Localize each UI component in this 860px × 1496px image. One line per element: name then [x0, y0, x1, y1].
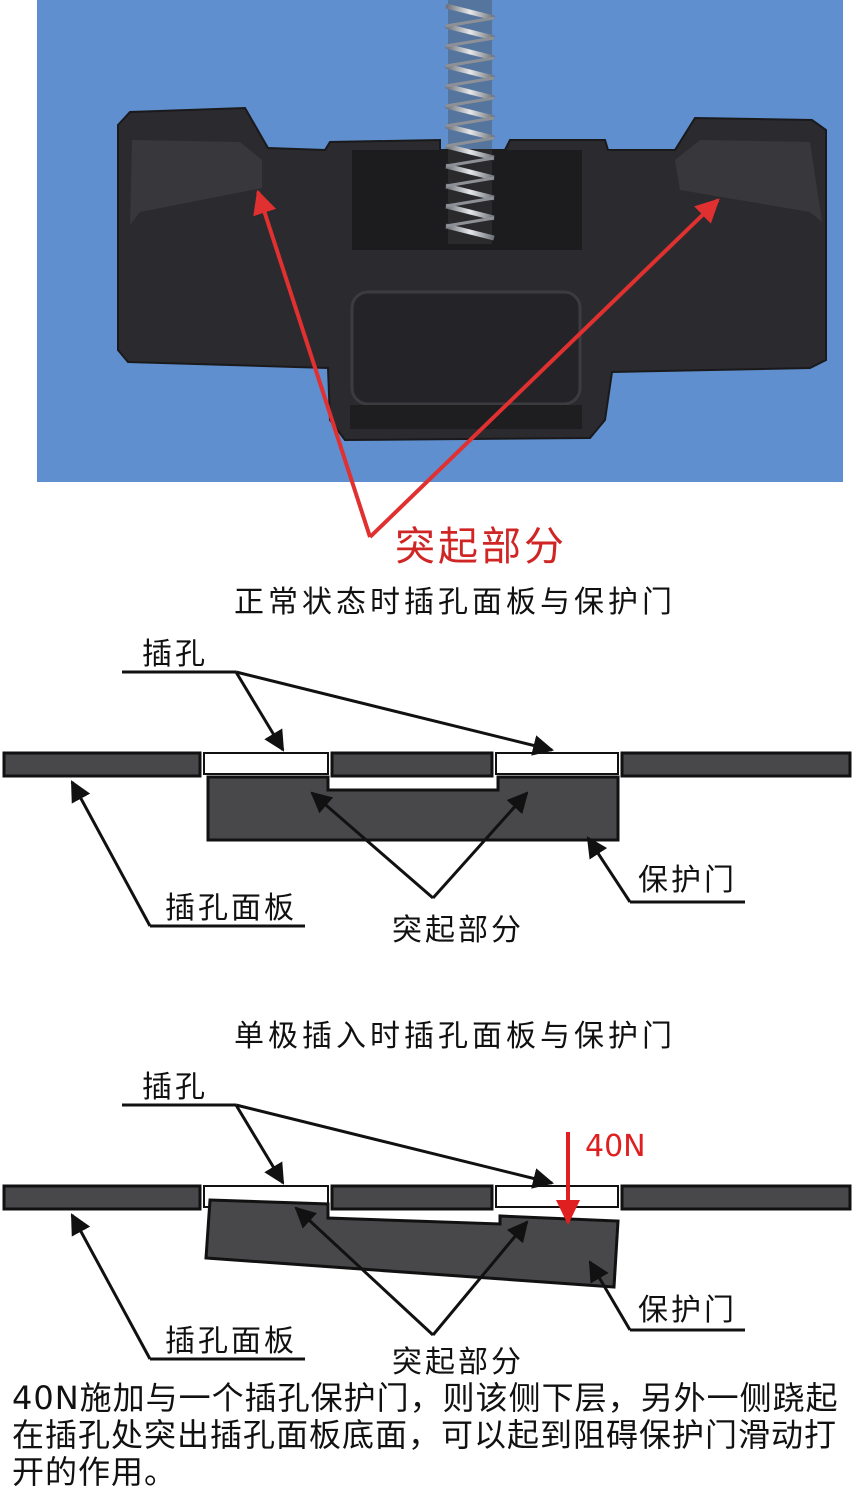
socket-hole — [495, 752, 619, 775]
label-door: 保护门 — [638, 1293, 737, 1328]
label-protrusion: 突起部分 — [392, 913, 524, 948]
diagram-normal: 正常状态时插孔面板与保护门 插孔 插孔面板 突起部分 保护门 — [2, 585, 852, 948]
arrow-to-protrusion-left — [310, 791, 434, 900]
label-panel: 插孔面板 — [165, 1324, 297, 1359]
label-panel: 插孔面板 — [165, 891, 297, 926]
arrow-to-hole-left — [234, 1104, 285, 1185]
label-hole: 插孔 — [142, 1070, 208, 1105]
protective-door — [206, 775, 620, 842]
arrow-to-protrusion-right — [431, 1220, 529, 1336]
arrow-to-hole-right — [235, 1103, 555, 1189]
label-hole: 插孔 — [142, 637, 208, 672]
label-door: 保护门 — [638, 863, 737, 898]
diagram-normal-title: 正常状态时插孔面板与保护门 — [234, 585, 676, 620]
product-photo: 突起部分 — [37, 0, 843, 570]
arrow-to-protrusion-right — [431, 791, 529, 900]
center-window — [350, 290, 582, 406]
socket-panel-segment — [330, 1184, 494, 1211]
arrow-to-door — [588, 1260, 632, 1331]
arrow-to-hole-left — [234, 671, 285, 752]
callout-arrow-right — [368, 198, 720, 539]
arrow-to-panel — [70, 1213, 152, 1360]
spring — [445, 0, 495, 244]
explanation-caption: 40N施加与一个插孔保护门，则该侧下层，另外一侧跷起在插孔处突出插孔面板底面，可… — [12, 1379, 839, 1491]
socket-hole — [203, 752, 329, 775]
socket-panel-segment — [330, 751, 494, 778]
force-label: 40N — [585, 1129, 646, 1164]
arrow-to-protrusion-left — [294, 1206, 435, 1337]
socket-panel-segment — [2, 751, 202, 778]
arrow-to-door — [586, 836, 632, 903]
label-protrusion: 突起部分 — [392, 1345, 524, 1380]
socket-panel-segment — [620, 1184, 852, 1211]
arrow-to-hole-right — [235, 670, 555, 756]
socket-panel-segment — [620, 751, 852, 778]
arrow-to-panel — [70, 780, 152, 927]
left-tab-shade — [130, 140, 262, 225]
callout-arrow-left — [253, 189, 372, 538]
diagram-insert-title: 单极插入时插孔面板与保护门 — [234, 1019, 676, 1054]
photo-callout-label: 突起部分 — [395, 524, 567, 570]
right-tab-shade — [675, 140, 822, 222]
protective-door-part — [117, 106, 827, 442]
diagram-insert: 单极插入时插孔面板与保护门 插孔 40N 插孔面板 突起部分 保护门 — [2, 1019, 852, 1380]
socket-hole — [495, 1185, 619, 1208]
protective-door-tilted — [204, 1198, 620, 1289]
socket-panel-segment — [2, 1184, 202, 1211]
